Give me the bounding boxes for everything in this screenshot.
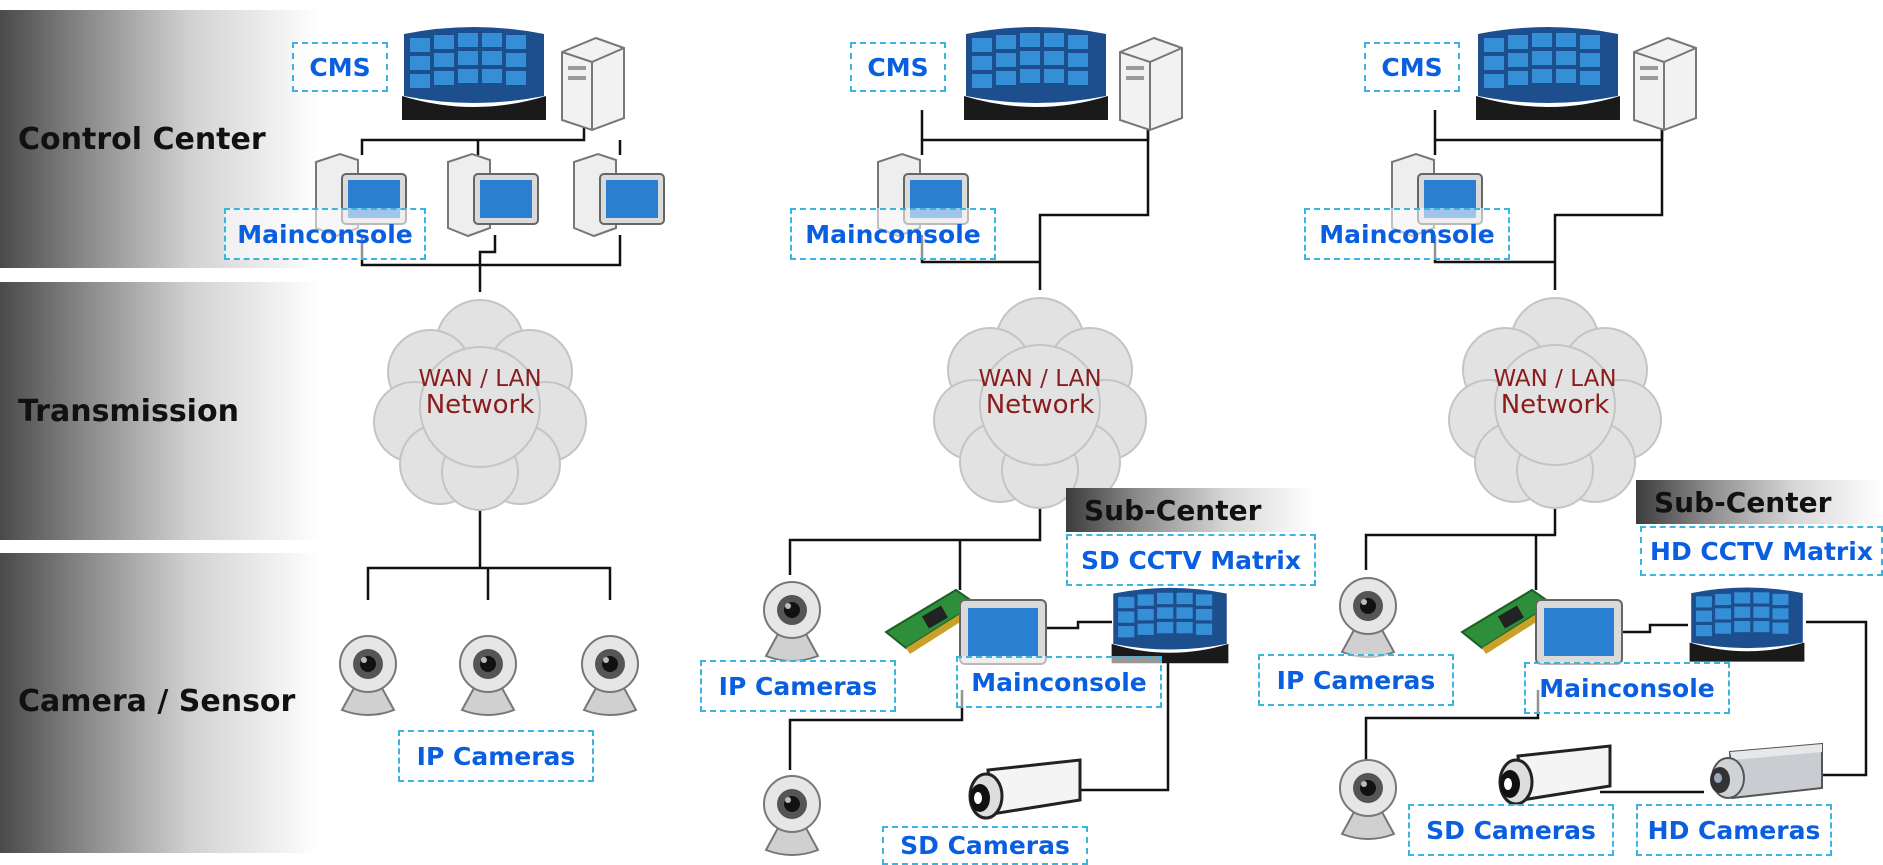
cms-label: CMS: [1364, 42, 1460, 92]
sub-center-header: Sub-Center: [1066, 488, 1316, 532]
video-wall-icon: [1474, 26, 1622, 122]
wire-c2-sd-cam: [1080, 660, 1170, 792]
network-cloud-icon: [1445, 290, 1665, 510]
hd-box-camera-icon: [1698, 742, 1826, 810]
network-line2: Network: [425, 390, 535, 420]
wire-c3-card-matrix: [1615, 623, 1688, 634]
wire-c3-net-down: [1364, 508, 1557, 570]
box-camera-icon: [958, 756, 1084, 832]
ip-camera-icon: [336, 628, 400, 718]
network-line1: WAN / LAN: [418, 366, 542, 392]
workstation-icon: [570, 150, 670, 240]
network-line2: Network: [985, 390, 1095, 420]
mainconsole-label: Mainconsole: [1304, 208, 1510, 260]
wire-c1-ws2-drop: [478, 235, 497, 292]
video-wall-icon: [1688, 586, 1806, 664]
workstation-icon: [444, 150, 544, 240]
network-text: WAN / LAN Network: [1475, 366, 1635, 418]
mainconsole-label: Mainconsole: [790, 208, 996, 260]
network-line1: WAN / LAN: [978, 366, 1102, 392]
hd-matrix-label: HD CCTV Matrix: [1640, 526, 1883, 576]
wire-c3-up: [1553, 130, 1664, 290]
wire-c3-matrix-hd: [1806, 620, 1868, 777]
sub-center-header: Sub-Center: [1636, 480, 1883, 524]
ip-cameras-label: IP Cameras: [398, 730, 594, 782]
server-tower-icon: [1628, 36, 1700, 132]
sd-cameras-label: SD Cameras: [882, 826, 1088, 865]
capture-card-icon: [1456, 586, 1626, 678]
cms-label: CMS: [850, 42, 946, 92]
mainconsole-label: Mainconsole: [224, 208, 426, 260]
ip-camera-icon: [578, 628, 642, 718]
server-tower-icon: [1114, 36, 1186, 132]
video-wall-icon: [1110, 586, 1230, 666]
mainconsole-label: Mainconsole: [1524, 662, 1730, 714]
sd-matrix-label: SD CCTV Matrix: [1066, 534, 1316, 586]
wire-c2-up: [1038, 130, 1150, 290]
network-cloud-icon: [370, 292, 590, 512]
wire-c2-net-down: [788, 508, 1042, 575]
mainconsole-label: Mainconsole: [956, 656, 1162, 708]
tier-label-transmission: Transmission: [18, 394, 239, 429]
ip-camera-icon: [1336, 570, 1400, 660]
cms-label: CMS: [292, 42, 388, 92]
hd-cameras-label: HD Cameras: [1636, 804, 1832, 856]
video-wall-icon: [962, 26, 1110, 122]
ip-camera-icon: [456, 628, 520, 718]
network-text: WAN / LAN Network: [960, 366, 1120, 418]
network-line2: Network: [1500, 390, 1610, 420]
tier-label-control: Control Center: [18, 122, 266, 157]
ip-cameras-label: IP Cameras: [1258, 654, 1454, 706]
capture-card-icon: [880, 586, 1050, 678]
ip-camera-icon: [760, 574, 824, 664]
server-tower-icon: [556, 36, 628, 132]
network-line1: WAN / LAN: [1493, 366, 1617, 392]
tier-band-camera: [0, 553, 320, 853]
tier-label-camera: Camera / Sensor: [18, 684, 296, 719]
ip-cameras-label: IP Cameras: [700, 660, 896, 712]
network-cloud-icon: [930, 290, 1150, 510]
ip-camera-icon: [1336, 752, 1400, 842]
network-text: WAN / LAN Network: [400, 366, 560, 418]
wire-c2-card-matrix: [1040, 620, 1112, 630]
video-wall-icon: [400, 26, 548, 122]
ip-camera-icon: [760, 768, 824, 858]
sd-cameras-label: SD Cameras: [1408, 804, 1614, 856]
tier-band-transmission: [0, 282, 320, 540]
